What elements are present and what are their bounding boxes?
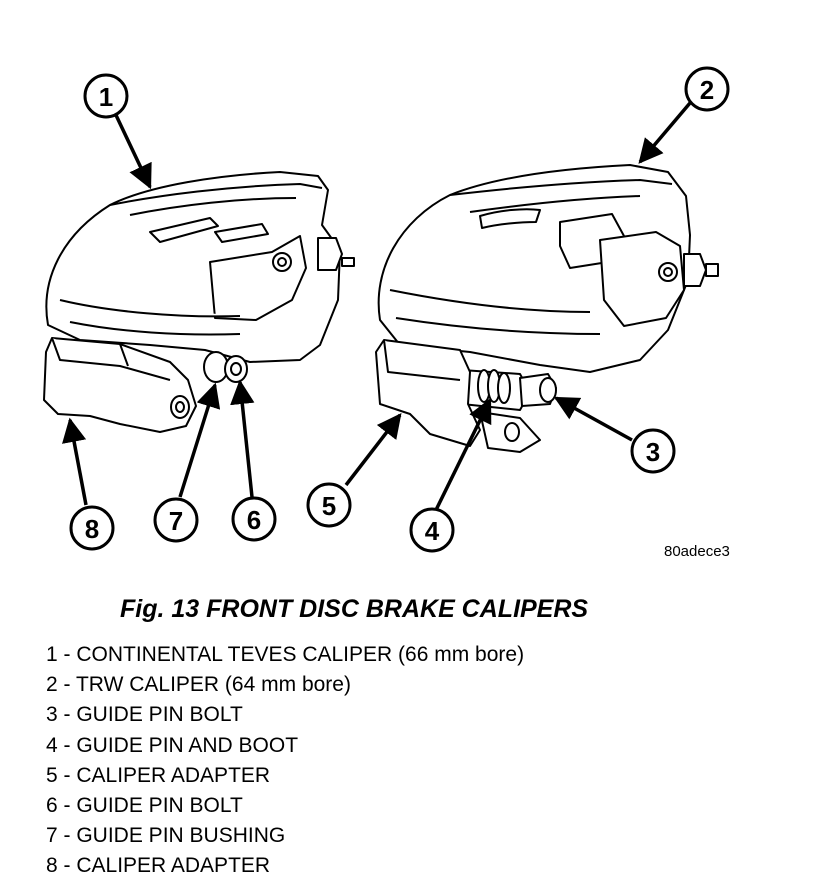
callout-circle-3 — [630, 428, 676, 474]
leader-1 — [113, 112, 152, 190]
callout-number-5: 5 — [322, 491, 336, 521]
leader-2 — [638, 101, 692, 164]
leader-8 — [62, 417, 88, 506]
trw-caliper-drawing — [375, 164, 719, 453]
legend-item: 1 - CONTINENTAL TEVES CALIPER (66 mm bor… — [46, 643, 525, 666]
leader-lines — [62, 101, 692, 511]
drawing-id: 80adece3 — [664, 543, 730, 560]
callout-number-3: 3 — [646, 437, 660, 467]
legend-item: 3 - GUIDE PIN BOLT — [46, 703, 243, 727]
leader-4 — [434, 397, 492, 511]
callout-circle-2 — [684, 66, 730, 112]
callout-circle-7 — [153, 497, 199, 543]
figure-caption: Fig. 13 FRONT DISC BRAKE CALIPERS — [120, 595, 589, 623]
callout-number-2: 2 — [700, 75, 714, 105]
legend-item: 5 - CALIPER ADAPTER — [46, 763, 271, 787]
legend-item: 7 - GUIDE PIN BUSHING — [46, 824, 286, 848]
leader-6 — [230, 379, 255, 498]
callout-number-6: 6 — [247, 505, 261, 535]
callout-circle-4 — [409, 507, 455, 553]
callout-circle-5 — [306, 482, 352, 528]
callout-numbers: 1 2 3 4 5 6 7 8 — [85, 75, 714, 546]
caliper-illustration: 1 2 3 4 5 6 7 8 — [43, 66, 730, 553]
callout-number-4: 4 — [425, 516, 440, 546]
leader-3 — [553, 396, 633, 442]
callout-circle-6 — [231, 496, 277, 542]
callout-circles — [69, 66, 730, 553]
leader-7 — [178, 382, 221, 498]
legend-item: 6 - GUIDE PIN BOLT — [46, 793, 243, 817]
leader-5 — [344, 413, 402, 487]
callout-circle-1 — [83, 73, 129, 119]
legend-item: 2 - TRW CALIPER (64 mm bore) — [46, 673, 351, 697]
legend-item: 8 - CALIPER ADAPTER — [46, 854, 271, 878]
continental-teves-caliper-drawing — [43, 171, 355, 433]
callout-number-8: 8 — [85, 514, 99, 544]
callout-circle-8 — [69, 505, 115, 551]
legend-item: 4 - GUIDE PIN AND BOOT — [46, 733, 299, 757]
callout-number-7: 7 — [169, 506, 183, 536]
callout-number-1: 1 — [99, 82, 113, 112]
parts-legend: 1 - CONTINENTAL TEVES CALIPER (66 mm bor… — [46, 640, 524, 882]
